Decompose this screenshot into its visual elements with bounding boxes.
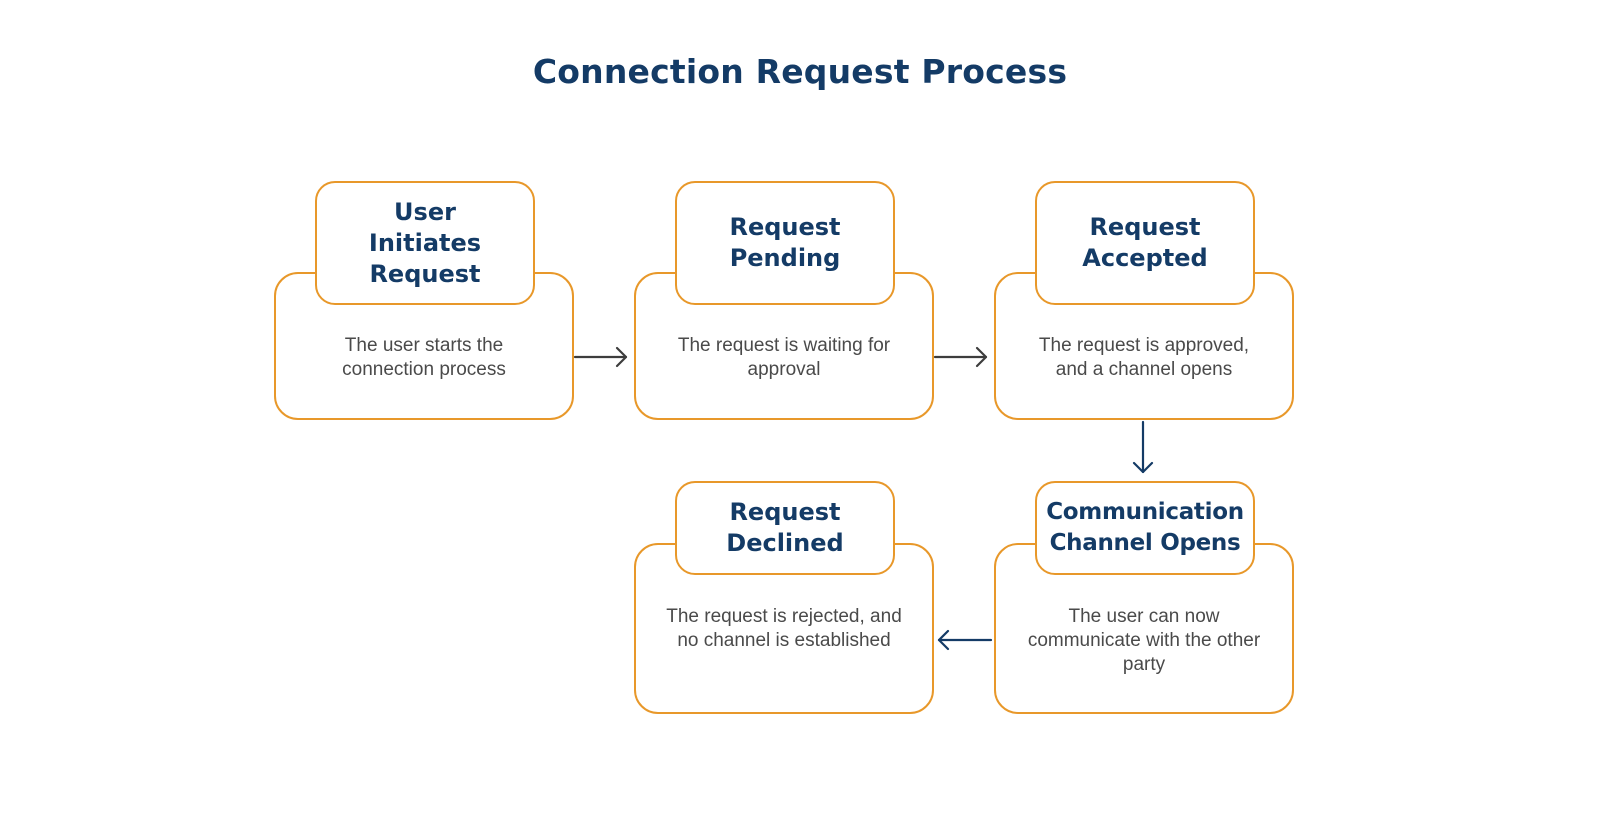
- step-title: Request Accepted: [1082, 213, 1208, 272]
- step-description: The request is rejected, and no channel …: [666, 606, 902, 651]
- step-description: The request is approved, and a channel o…: [1038, 335, 1250, 380]
- step-title: Request Pending: [729, 213, 841, 272]
- step-heading-request-pending: Request Pending: [675, 181, 895, 305]
- arrow-down-icon: [1132, 420, 1154, 474]
- step-heading-communication-channel-opens: Communication Channel Opens: [1035, 481, 1255, 575]
- arrow-right-icon: [933, 346, 988, 368]
- step-heading-request-accepted: Request Accepted: [1035, 181, 1255, 305]
- step-title: Communication Channel Opens: [1046, 499, 1244, 556]
- arrow-right-icon: [573, 346, 628, 368]
- step-description: The request is waiting for approval: [677, 335, 891, 380]
- step-title: User Initiates Request: [368, 197, 482, 288]
- step-description: The user can now communicate with the ot…: [1027, 606, 1261, 675]
- step-heading-request-declined: Request Declined: [675, 481, 895, 575]
- step-title: Request Declined: [726, 498, 844, 557]
- arrow-left-icon: [937, 629, 993, 651]
- step-description: The user starts the connection process: [342, 335, 506, 380]
- page-title: Connection Request Process: [532, 52, 1068, 91]
- step-heading-user-initiates-request: User Initiates Request: [315, 181, 535, 305]
